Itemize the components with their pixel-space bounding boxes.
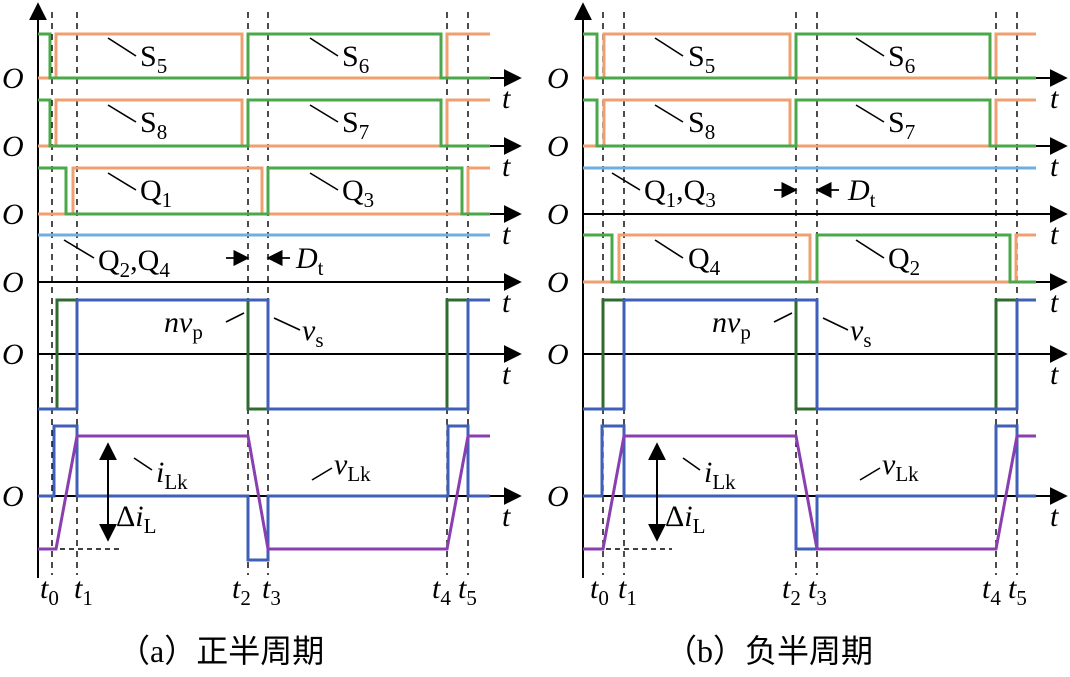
panel-a-nvp-label: nvp: [164, 306, 203, 344]
panel-a-t-label-3: t: [502, 286, 511, 319]
panel-b-row4-label: S7: [888, 106, 915, 144]
panel-b-s5-waveform: [583, 32, 1036, 80]
panel-a-origin-label-5: O: [2, 480, 24, 513]
panel-b-tick-t1: t1: [618, 572, 637, 610]
panel-a-row6-label: Q3: [342, 174, 374, 212]
panel-b-row1-label: S5: [688, 40, 715, 78]
panel-a-tick-t2: t2: [232, 572, 251, 610]
panel-a-row1-label: S5: [140, 40, 167, 78]
panel-b-origin-label-1: O: [547, 130, 569, 163]
panel-b-origin-label-0: O: [547, 62, 569, 95]
panel-a-origin-label-2: O: [2, 198, 24, 231]
panel-a-origin-label-3: O: [2, 266, 24, 299]
panel-b-origin-label-5: O: [547, 480, 569, 513]
panel-b-t-label-0: t: [1050, 82, 1059, 115]
panel-a-s7-waveform: [38, 98, 490, 148]
panel-b-tick-t0: t0: [590, 572, 609, 610]
panel-a-s6-waveform: [38, 32, 490, 80]
panel-b-q2-waveform: [583, 233, 1036, 284]
panel-b-s7-waveform: [583, 98, 1036, 148]
panel-b-q4-waveform: [583, 233, 1036, 284]
panel-a-leader-lines: [63, 37, 339, 481]
panel-b-vs-label: vs: [850, 314, 872, 352]
panel-a-tick-t1: t1: [74, 572, 93, 610]
panel-a-row3-label: S8: [140, 106, 167, 144]
panel-b-tick-t5: t5: [1008, 572, 1027, 610]
panel-a-origin-label-0: O: [2, 62, 24, 95]
panel-b-vlk-waveform: [583, 424, 1036, 551]
panel-a-t-label-2: t: [502, 218, 511, 251]
panel-a-s8-waveform: [38, 98, 490, 148]
panel-b-origin-label-2: O: [547, 198, 569, 231]
panel-a-deadtime-label: Dt: [295, 242, 324, 280]
panel-a-tick-t4: t4: [432, 572, 451, 610]
panel-b-row8-label: Q2: [888, 242, 920, 280]
panel-a-q3-waveform: [38, 166, 490, 216]
panel-b-vs-waveform: [583, 298, 1036, 411]
panel-a-ilk-waveform: [38, 434, 490, 551]
panel-b-time-markers: [602, 12, 1018, 575]
panel-b-t-label-5: t: [1050, 500, 1059, 533]
panel-a-q2q4-label: Q2,Q4: [98, 244, 170, 282]
panel-a-caption: （a）正半周期: [118, 633, 324, 669]
panel-b-origin-label-3: O: [547, 266, 569, 299]
panel-b-t-label-3: t: [1050, 286, 1059, 319]
panel-a: [29, 2, 522, 578]
panel-a-vlk-label: vLk: [334, 448, 371, 486]
panel-b-t-label-1: t: [1050, 150, 1059, 183]
panel-b-t-label-2: t: [1050, 218, 1059, 251]
panel-a-tick-t0: t0: [40, 572, 59, 610]
panel-a-origin-label-4: O: [2, 338, 24, 371]
panel-a-ilk-label: iLk: [156, 456, 188, 494]
panel-b-caption: （b）负半周期: [665, 633, 873, 669]
panel-a-q1-waveform: [38, 166, 490, 216]
panel-a-row5-label: Q1: [140, 174, 172, 212]
panel-b-deadtime-label: Dt: [847, 174, 876, 212]
panel-a-t-label-4: t: [502, 358, 511, 391]
panel-b-vlk-label: vLk: [882, 448, 919, 486]
panel-b-t-label-4: t: [1050, 358, 1059, 391]
panel-a-tick-t3: t3: [262, 572, 281, 610]
panel-b-s6-waveform: [583, 32, 1036, 80]
panel-b-nvp-label: nvp: [712, 306, 751, 344]
panel-b-tick-t3: t3: [808, 572, 827, 610]
panel-b-ilk-waveform: [583, 434, 1036, 551]
panel-b-tick-t4: t4: [982, 572, 1001, 610]
panel-b-origin-label-4: O: [547, 338, 569, 371]
panel-b-leader-lines: [611, 37, 885, 481]
panel-a-t-label-0: t: [502, 82, 511, 115]
panel-a-time-markers: [51, 12, 469, 575]
panel-b-ripple-label: ΔiL: [665, 500, 705, 538]
panel-b-q1q3-label: Q1,Q3: [644, 174, 716, 212]
panel-a-nvp-waveform: [38, 298, 490, 411]
panel-a-row2-label: S6: [342, 40, 369, 78]
panel-b-nvp-waveform: [583, 298, 1036, 411]
panel-a-origin-label-1: O: [2, 130, 24, 163]
panel-b-tick-t2: t2: [782, 572, 801, 610]
panel-b-row7-label: Q4: [688, 242, 721, 280]
panel-b-s8-waveform: [583, 98, 1036, 148]
panel-a-vs-label: vs: [302, 314, 324, 352]
panel-b-row2-label: S6: [888, 40, 915, 78]
panel-a-row4-label: S7: [342, 106, 369, 144]
panel-a-tick-t5: t5: [458, 572, 477, 610]
panel-b-row3-label: S8: [688, 106, 715, 144]
panel-a-t-label-1: t: [502, 150, 511, 183]
panel-b-ilk-label: iLk: [704, 456, 736, 494]
panel-a-t-label-5: t: [502, 500, 511, 533]
panel-a-s5-waveform: [38, 32, 490, 80]
panel-a-vs-waveform: [38, 298, 490, 411]
panel-a-vlk-waveform: [38, 424, 490, 562]
panel-a-ripple-label: ΔiL: [116, 500, 156, 538]
panel-b: [574, 2, 1068, 578]
panel-b-time-axes: [583, 69, 1068, 505]
